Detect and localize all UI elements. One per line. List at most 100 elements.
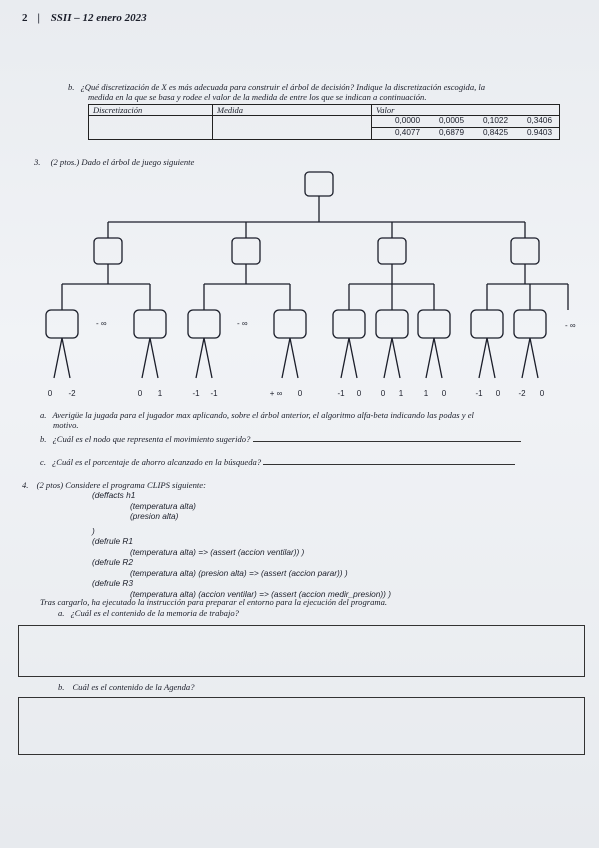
question-4a: a. ¿Cuál es el contenido de la memoria de… (58, 608, 239, 618)
discretizacion-cell[interactable] (88, 115, 213, 140)
question-3b-text: ¿Cuál es el nodo que representa el movim… (52, 434, 251, 444)
question-b: b. ¿Qué discretización de X es más adecua… (68, 82, 568, 102)
header-discretizacion: Discretización (88, 104, 213, 116)
header-medida: Medida (212, 104, 372, 116)
question-b-text-1: ¿Qué discretización de X es más adecuada… (80, 82, 486, 92)
question-3-points: (2 ptos.) (50, 157, 80, 167)
header-valor: Valor (371, 104, 560, 116)
value-cell[interactable]: 0,4077 (394, 128, 420, 137)
leaf-value: 0 (48, 389, 53, 398)
code-line: ) (92, 525, 95, 536)
question-4b-label: b. (58, 682, 65, 692)
cut-label: - ∞ (237, 319, 248, 328)
code-line: (presion alta) (130, 511, 179, 521)
code-line: (deffacts h1 (92, 490, 136, 500)
leaf-value: 1 (424, 389, 429, 398)
code-line: (temperatura alta) => (assert (accion ve… (130, 546, 305, 557)
tree-node-l2 (187, 309, 221, 339)
tree-node-l1 (510, 237, 540, 265)
leaf-value: -2 (518, 389, 526, 398)
leaf-value: 0 (138, 389, 143, 398)
question-4: 4. (2 ptos) Considere el programa CLIPS … (22, 480, 206, 490)
tree-node-l2 (470, 309, 504, 339)
medida-cell[interactable] (212, 115, 372, 140)
leaf-value: 0 (442, 389, 447, 398)
question-3-number: 3. (34, 157, 41, 167)
leaf-value: 1 (158, 389, 163, 398)
tree-node-l1 (93, 237, 123, 265)
game-tree: - ∞ - ∞ - ∞ 0 -2 0 1 -1 -1 + ∞ 0 -1 0 0 … (45, 171, 576, 398)
question-4-number: 4. (22, 480, 29, 490)
leaf-value: 0 (381, 389, 386, 398)
page-number: 2 (22, 12, 28, 24)
question-4b-text: Cuál es el contenido de la Agenda? (72, 682, 195, 692)
leaf-value: + ∞ (270, 389, 283, 398)
question-3c: c. ¿Cuál es el porcentaje de ahorro alcan… (40, 455, 516, 467)
answer-line-3c[interactable] (263, 455, 516, 465)
leaf-value: 0 (357, 389, 362, 398)
value-row-1: 0,0000 0,0005 0,1022 0,3406 (371, 115, 560, 128)
value-cell[interactable]: 0,3406 (526, 116, 552, 125)
answer-line-3b[interactable] (252, 432, 521, 442)
leaf-value: 0 (496, 389, 501, 398)
leaf-value: -1 (337, 389, 345, 398)
value-row-2: 0,4077 0,6879 0,8425 0.9403 (371, 127, 560, 140)
question-3a-text: Averigüe la jugada para el jugador max a… (52, 410, 474, 420)
question-3-text: Dado el árbol de juego siguiente (81, 157, 195, 167)
code-line: (temperatura alta) (accion ventilar) => … (130, 588, 391, 599)
question-3c-label: c. (40, 457, 46, 467)
tree-node-l2 (332, 309, 366, 339)
leaf-value: 0 (298, 389, 303, 398)
answer-box-agenda[interactable] (18, 697, 585, 755)
question-4a-label: a. (58, 608, 65, 618)
leaf-value: -1 (210, 389, 218, 398)
question-3b: b. ¿Cuál es el nodo que representa el mov… (40, 432, 521, 444)
question-b-label: b. (68, 82, 75, 92)
discretization-table: Discretización Medida Valor 0,0000 0,0005… (88, 104, 560, 140)
value-cell[interactable]: 0,1022 (482, 116, 508, 125)
question-3a-text-2: motivo. (53, 420, 79, 430)
value-cell[interactable]: 0,8425 (482, 128, 508, 137)
value-cell[interactable]: 0,0005 (438, 116, 464, 125)
leaf-value: -2 (68, 389, 76, 398)
leaf-value: -1 (192, 389, 200, 398)
tree-node-l1 (231, 237, 261, 265)
tree-node-l1 (377, 237, 407, 265)
question-3: 3. (2 ptos.) Dado el árbol de juego sigu… (34, 157, 194, 167)
question-4a-text: ¿Cuál es el contenido de la memoria de t… (70, 608, 239, 618)
exam-title: SSII – 12 enero 2023 (50, 12, 147, 24)
answer-box-working-memory[interactable] (18, 625, 585, 677)
question-4-text: Considere el programa CLIPS siguiente: (65, 480, 206, 490)
question-4b: b. Cuál es el contenido de la Agenda? (58, 682, 195, 692)
question-4-points: (2 ptos) (36, 480, 64, 490)
tree-node-l2 (45, 309, 79, 339)
tree-node-l2 (513, 309, 547, 339)
code-line: (temperatura alta) (presion alta) => (as… (130, 567, 348, 578)
value-cell[interactable]: 0.9403 (526, 128, 552, 137)
code-line: (defrule R1 (92, 536, 134, 546)
question-3b-label: b. (40, 434, 47, 444)
value-cell[interactable]: 0,0000 (394, 116, 420, 125)
value-cell[interactable]: 0,6879 (438, 128, 464, 137)
cut-label: - ∞ (565, 321, 576, 330)
leaf-value: -1 (475, 389, 483, 398)
cut-label: - ∞ (96, 319, 107, 328)
tree-node-l2 (375, 309, 409, 339)
code-line: (defrule R2 (92, 557, 134, 567)
tree-node-root (304, 171, 334, 197)
tree-node-l2 (417, 309, 451, 339)
code-line: (temperatura alta) (130, 500, 196, 511)
tree-node-l2 (273, 309, 307, 339)
leaf-value: 0 (540, 389, 545, 398)
question-4-after: Tras cargarlo, ha ejecutado la instrucci… (40, 597, 388, 607)
clips-code: (deffacts h1 (temperatura alta) (presion… (92, 490, 572, 599)
question-3a-label: a. (40, 410, 47, 420)
tree-node-l2 (133, 309, 167, 339)
question-3c-text: ¿Cuál es el porcentaje de ahorro alcanza… (51, 457, 262, 467)
code-line: (defrule R3 (92, 578, 134, 588)
page-header: 2| SSII – 12 enero 2023 (22, 12, 147, 24)
question-3a: a. Averigüe la jugada para el jugador max… (40, 410, 580, 430)
leaf-value: 1 (399, 389, 404, 398)
question-b-text-2: medida en la que se basa y rodee el valo… (88, 92, 427, 102)
